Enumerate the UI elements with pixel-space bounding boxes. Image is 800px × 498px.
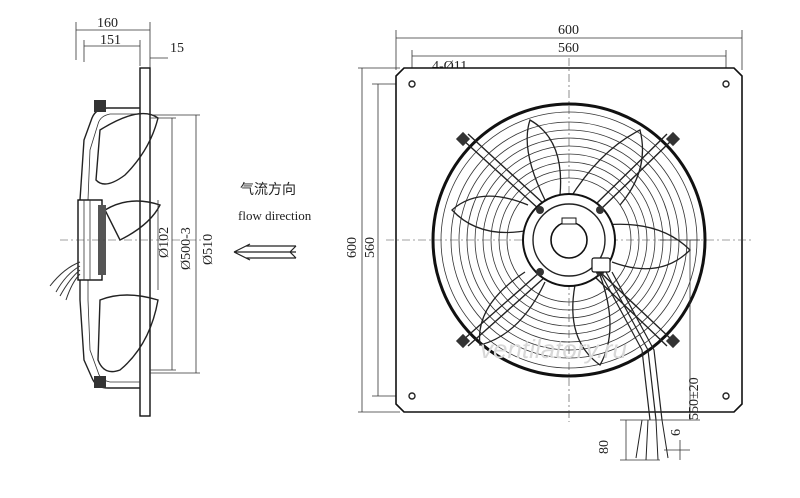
dim-hole-spacing-horizontal: 560 — [558, 41, 579, 56]
dim-cable-length: 550±20 — [687, 377, 702, 420]
mount-hole-br — [722, 392, 730, 400]
dim-impeller-diameter: Ø500-3 — [179, 227, 194, 270]
dim-plate-thickness: 15 — [170, 41, 184, 56]
mount-hole-tr — [722, 80, 730, 88]
dim-hole-spacing-vertical: 560 — [363, 237, 378, 258]
dim-plate-width: 600 — [558, 23, 579, 38]
front-struts — [462, 133, 673, 347]
flow-arrow-icon — [233, 243, 297, 261]
dim-ring-diameter: Ø510 — [201, 234, 216, 265]
side-view: 160 151 15 Ø102 Ø500-3 Ø510 — [49, 16, 216, 417]
dim-overall-depth: 160 — [97, 16, 118, 31]
side-blade-mid — [104, 200, 161, 241]
mount-hole-bl — [408, 392, 416, 400]
dim-lead-length: 80 — [597, 440, 612, 454]
side-blade-bottom — [97, 294, 159, 373]
side-cable — [49, 261, 81, 301]
flow-label-en: flow direction — [238, 208, 312, 223]
side-blade-top — [95, 112, 159, 185]
front-blades — [451, 119, 691, 366]
dim-blade-depth: 151 — [100, 33, 121, 48]
front-outer-ring — [431, 102, 707, 378]
dim-hub-diameter: Ø102 — [157, 227, 172, 258]
front-cable — [599, 271, 663, 421]
dim-lead-strip: 6 — [669, 429, 684, 436]
watermark: ventilatory.ru — [480, 334, 627, 364]
mount-hole-tl — [408, 80, 416, 88]
flow-label-cn: 气流方向 — [240, 182, 296, 198]
flow-direction: 气流方向 flow direction — [233, 182, 312, 261]
dim-plate-height: 600 — [345, 237, 360, 258]
front-view: 600 560 4-Ø11 600 560 — [345, 23, 752, 461]
side-mounting-plate — [139, 67, 151, 417]
